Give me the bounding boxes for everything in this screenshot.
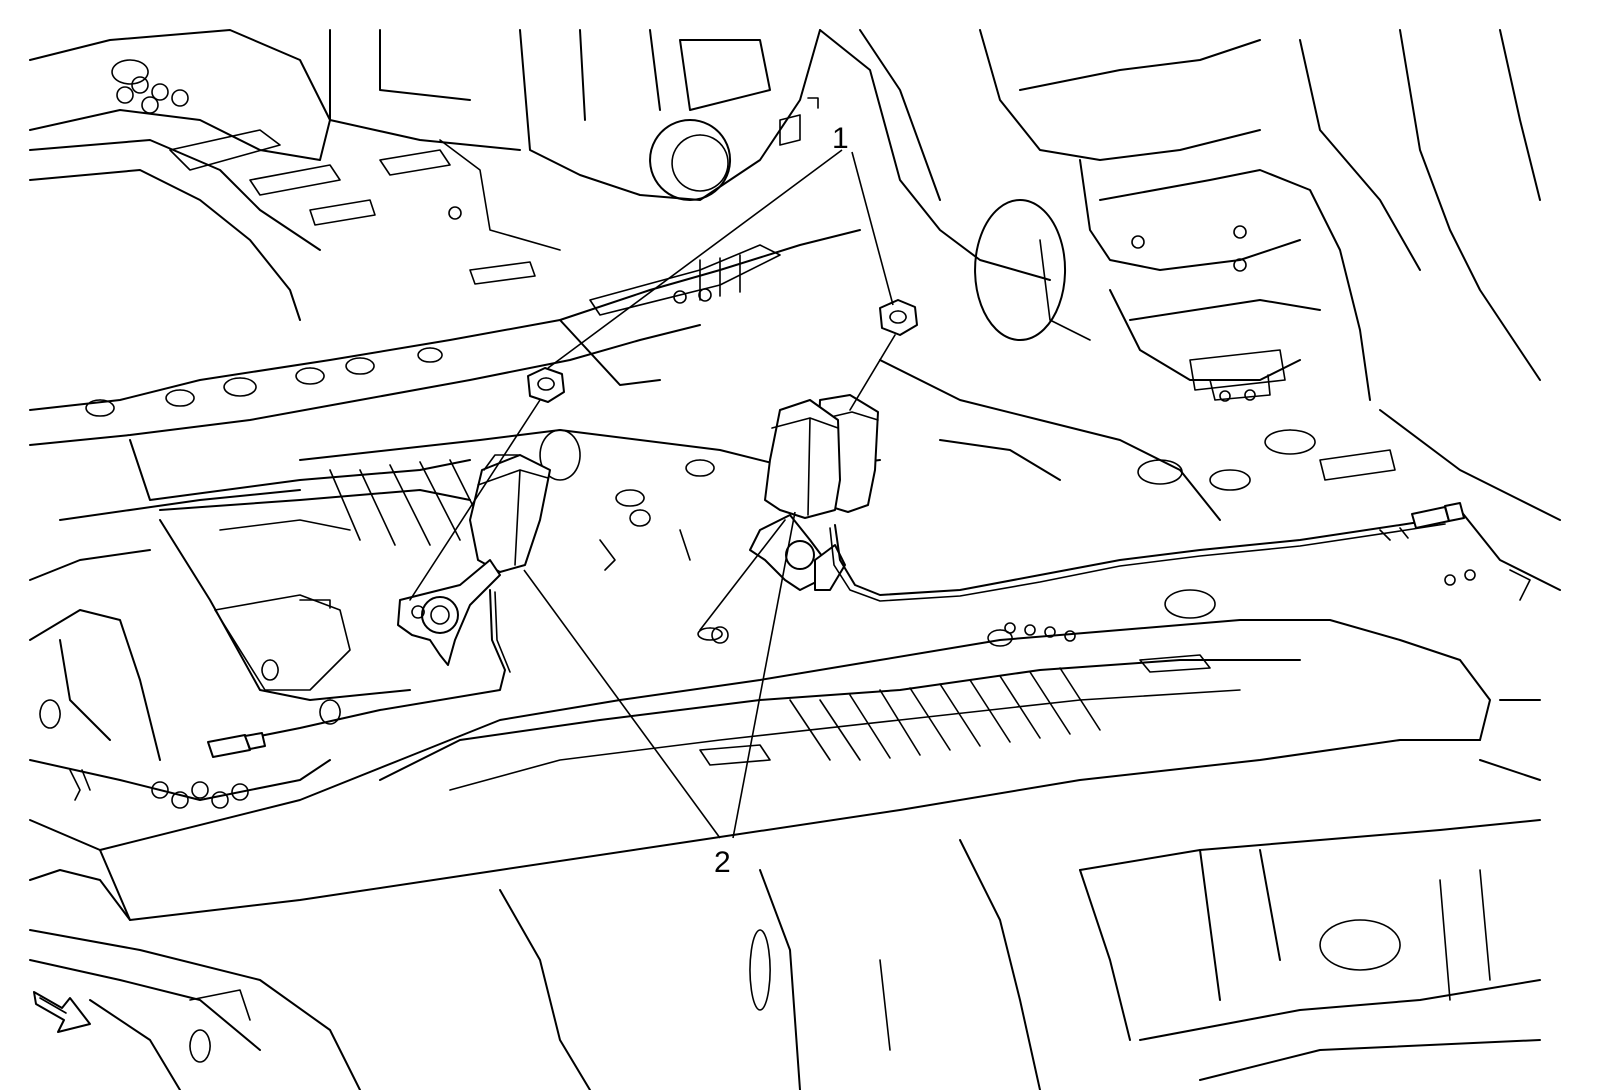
- nut-right: [879, 299, 918, 336]
- callout-label-1: 1: [832, 122, 849, 155]
- floor-ribs: [789, 667, 1101, 761]
- nut-left: [527, 367, 565, 403]
- seat-belt-buckle-right: [697, 394, 1465, 644]
- vehicle-body-structure: [29, 29, 1561, 1090]
- callout-label-2: 2: [714, 846, 731, 879]
- front-direction-arrow-icon: [33, 991, 91, 1033]
- callout-leaders: [523, 149, 894, 839]
- install-axis-lines: [409, 334, 896, 631]
- seat-belt-buckle-left: [207, 454, 551, 758]
